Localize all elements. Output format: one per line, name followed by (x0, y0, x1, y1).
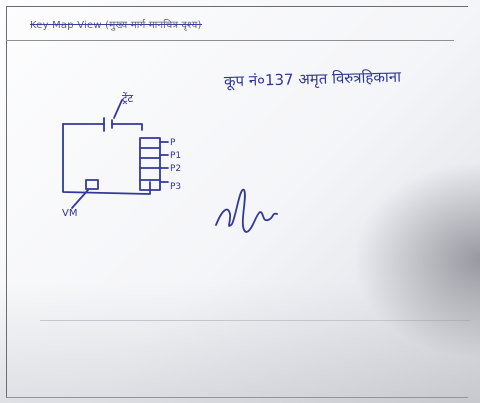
diagram-point-label: P (170, 138, 176, 148)
diagram-left-bottom-wire (62, 123, 151, 195)
diagram-gate-symbol (103, 117, 113, 132)
diagram-vm-box (85, 179, 99, 190)
signature (215, 189, 278, 233)
diagram-vm-label: VM (62, 208, 78, 219)
diagram-top-label: ट्रेंट (122, 92, 134, 105)
diagram-point-label: P1 (170, 151, 182, 161)
diagram-top-wire (62, 123, 143, 131)
diagram-point-ticks (159, 141, 169, 183)
diagram-point-label: P2 (170, 164, 182, 174)
diagram-gate-pointer (113, 99, 123, 119)
diagram-point-label: P3 (170, 182, 182, 192)
diagram-box-dividers (139, 147, 161, 181)
